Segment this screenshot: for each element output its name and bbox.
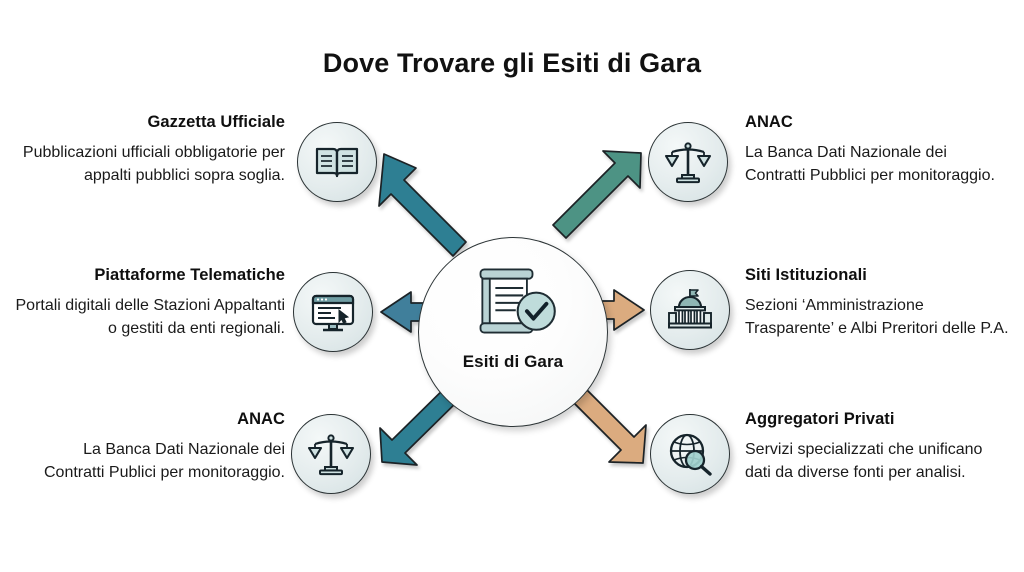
text-block-anac-left: ANAC La Banca Dati Nazionale dei Contrat… [20, 410, 285, 484]
open-book-icon [315, 147, 359, 178]
node-body: La Banca Dati Nazionale dei Contratti Pu… [43, 441, 285, 482]
node-heading: Gazzetta Ufficiale [147, 113, 285, 131]
node-heading: Siti Istituzionali [745, 266, 867, 284]
text-block-siti: Siti Istituzionali Sezioni ‘Amministrazi… [745, 266, 1010, 340]
node-piattaforme-telematiche[interactable] [293, 272, 373, 352]
hub-esiti-di-gara[interactable]: Esiti di Gara [418, 237, 608, 427]
node-heading: ANAC [237, 410, 285, 428]
node-heading: Piattaforme Telematiche [94, 266, 285, 284]
node-body: Portali digitali delle Stazioni Appaltan… [15, 297, 286, 338]
page-title: Dove Trovare gli Esiti di Gara [322, 48, 702, 78]
scales-of-justice-icon [664, 142, 712, 184]
node-anac-right[interactable] [648, 122, 728, 202]
monitor-browser-cursor-icon [311, 294, 355, 332]
text-block-gazzetta: Gazzetta Ufficiale Pubblicazioni ufficia… [20, 113, 285, 187]
globe-magnifier-icon [669, 433, 712, 476]
text-block-piattaforme: Piattaforme Telematiche Portali digitali… [12, 266, 286, 340]
node-gazzetta-ufficiale[interactable] [297, 122, 377, 202]
scales-of-justice-icon [307, 434, 355, 476]
node-body: La Banca Dati Nazionale dei Contratti Pu… [745, 144, 995, 185]
node-siti-istituzionali[interactable] [650, 270, 730, 350]
text-block-aggregatori: Aggregatori Privati Servizi specializzat… [745, 410, 1010, 484]
hub-label: Esiti di Gara [462, 352, 564, 371]
node-anac-left[interactable] [291, 414, 371, 494]
node-heading: ANAC [745, 113, 793, 131]
node-body: Sezioni ‘Amministrazione Trasparente’ e … [745, 297, 1009, 338]
text-block-anac-right: ANAC La Banca Dati Nazionale dei Contrat… [745, 113, 1010, 187]
government-building-icon [668, 289, 712, 329]
node-heading: Aggregatori Privati [745, 410, 895, 428]
scroll-document-check-icon [479, 268, 556, 334]
arrow-to-gazzetta [378, 153, 467, 257]
arrow-to-anac-right [552, 150, 642, 239]
node-aggregatori-privati[interactable] [650, 414, 730, 494]
node-body: Servizi specializzati che unificano dati… [745, 441, 983, 482]
node-body: Pubblicazioni ufficiali obbligatorie per… [22, 144, 285, 185]
